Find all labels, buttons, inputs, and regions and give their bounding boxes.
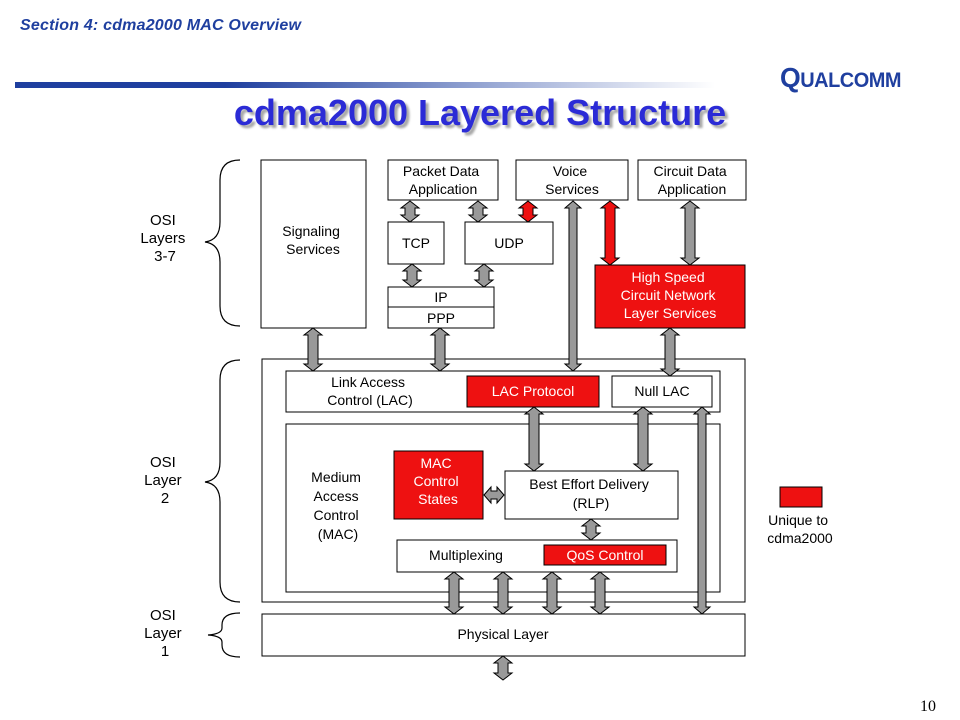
legend-red-swatch xyxy=(779,486,823,508)
osi-upper-line: OSI xyxy=(150,212,176,229)
arrow-mux-to-physical-2 xyxy=(492,571,514,615)
lac-protocol-box: LAC Protocol xyxy=(466,375,600,408)
svg-text:Null LAC: Null LAC xyxy=(634,383,689,399)
section-header: Section 4: cdma2000 MAC Overview xyxy=(20,17,302,34)
null-lac-box: Null LAC xyxy=(611,375,713,408)
legend: Unique to cdma2000 xyxy=(767,486,833,546)
svg-text:Voice Services: Voice Services xyxy=(545,163,599,197)
arrow-mux-to-physical-4 xyxy=(589,571,611,615)
svg-text:Packet Data Application: Packet Data Application xyxy=(403,163,483,197)
arrow-voice-to-lac xyxy=(563,200,583,372)
brace-osi-3-7 xyxy=(204,159,241,327)
svg-text:Multiplexing: Multiplexing xyxy=(429,547,503,563)
circuit-data-application-box: Circuit Data Application xyxy=(637,159,747,201)
legend-label: Unique to cdma2000 xyxy=(767,512,833,546)
svg-text:Physical Layer: Physical Layer xyxy=(457,626,548,642)
osi-mid-line: 2 xyxy=(161,490,169,507)
ip-label: IP xyxy=(434,289,447,305)
svg-text:Medium Access Cont: Medium Access Control (MAC) xyxy=(311,469,365,542)
svg-text:QoS Control: QoS Control xyxy=(566,547,643,563)
osi-low-label: OSI Layer 1 xyxy=(144,607,186,660)
osi-upper-line: 3-7 xyxy=(154,248,176,265)
osi-mid-line: Layer xyxy=(144,472,182,489)
osi-mid-line: OSI xyxy=(150,454,176,471)
arrows-layer xyxy=(302,200,712,681)
osi-low-line: Layer xyxy=(144,625,182,642)
page-number: 10 xyxy=(920,698,936,715)
arrow-voice-to-udp-red xyxy=(517,200,539,223)
svg-text:MAC Control States: MAC Control States xyxy=(413,455,462,507)
brace-osi-2 xyxy=(204,359,241,603)
mac-control-states-box: MAC Control States xyxy=(393,450,484,520)
arrow-voice-to-highspeed-red xyxy=(599,200,621,266)
ip-ppp-box: IP PPP xyxy=(387,286,495,329)
svg-text:Link Access Control (LAC: Link Access Control (LAC) xyxy=(327,374,413,408)
arrow-nulllac-to-rlp xyxy=(632,406,654,472)
arrow-physical-below xyxy=(492,655,514,681)
page-title: cdma2000 Layered Structure xyxy=(233,92,727,133)
arrow-mux-to-physical-3 xyxy=(541,571,563,615)
osi-low-line: 1 xyxy=(161,643,169,660)
svg-text:High Speed Circuit Netwo: High Speed Circuit Network Layer Service… xyxy=(621,269,720,321)
arrow-lacprotocol-to-rlp xyxy=(523,406,545,472)
best-effort-delivery-box: Best Effort Delivery (RLP) xyxy=(504,470,679,520)
arrow-highspeed-to-nulllac xyxy=(659,327,681,377)
svg-text:LAC Protocol: LAC Protocol xyxy=(492,383,574,399)
signaling-services-box: Signaling Services xyxy=(260,159,367,329)
osi-upper-label: OSI Layers 3-7 xyxy=(140,212,189,265)
packet-data-application-box: Packet Data Application xyxy=(387,159,499,201)
arrow-mux-to-physical-1 xyxy=(443,571,465,615)
arrow-tcp-to-ip xyxy=(401,263,423,288)
voice-services-box: Voice Services xyxy=(515,159,629,201)
svg-text:Best Effort Delivery (RL: Best Effort Delivery (RLP) xyxy=(529,476,652,511)
udp-box: UDP xyxy=(464,221,554,265)
osi-mid-label: OSI Layer 2 xyxy=(144,454,186,507)
arrow-packet-to-tcp xyxy=(399,200,421,223)
arrow-circuit-to-highspeed xyxy=(679,200,701,266)
arrow-nulllac-to-physical xyxy=(692,406,712,615)
qos-control-box: QoS Control xyxy=(543,544,667,566)
arrow-udp-to-ip xyxy=(473,263,495,288)
svg-text:Signaling Services: Signaling Services xyxy=(282,223,344,257)
physical-layer-box: Physical Layer xyxy=(261,613,746,657)
osi-low-line: OSI xyxy=(150,607,176,624)
svg-text:Circuit Data Application: Circuit Data Application xyxy=(653,163,730,197)
arrow-ppp-to-lac xyxy=(429,327,451,372)
arrow-signaling-to-lac xyxy=(302,327,324,372)
osi-upper-line: Layers xyxy=(140,230,185,247)
arrow-packet-to-udp xyxy=(467,200,489,223)
qualcomm-logo: QUALCOMM xyxy=(780,62,902,93)
arrow-mac-states-to-rlp xyxy=(483,485,505,505)
brace-osi-1 xyxy=(207,612,241,658)
arrow-rlp-to-mux xyxy=(580,518,602,541)
header-divider xyxy=(15,82,715,88)
svg-text:TCP: TCP xyxy=(402,235,430,251)
ppp-label: PPP xyxy=(427,310,455,326)
tcp-box: TCP xyxy=(387,221,445,265)
svg-text:UDP: UDP xyxy=(494,235,524,251)
high-speed-circuit-box: High Speed Circuit Network Layer Service… xyxy=(594,264,746,329)
